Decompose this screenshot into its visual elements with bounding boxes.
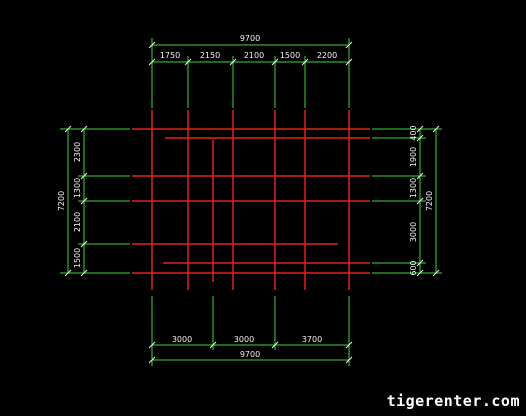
left-segment-label-2: 1300 <box>73 178 82 198</box>
right-segment-label-1: 400 <box>409 125 418 140</box>
dimension-ticks <box>64 41 440 364</box>
top-segment-label-2: 2150 <box>200 51 220 60</box>
dimension-labels: 9700 1750 2150 2100 1500 2200 3000 3000 … <box>57 34 434 359</box>
top-total-label: 9700 <box>240 34 260 43</box>
top-segment-label-5: 2200 <box>317 51 337 60</box>
right-segment-label-3: 1300 <box>409 178 418 198</box>
top-segment-label-3: 2100 <box>244 51 264 60</box>
top-segment-label-1: 1750 <box>160 51 180 60</box>
watermark-text: tigerenter.com <box>386 392 520 410</box>
right-segment-label-2: 1900 <box>409 147 418 167</box>
left-segment-label-1: 2300 <box>73 142 82 162</box>
bottom-segment-label-1: 3000 <box>172 335 192 344</box>
bottom-segment-label-2: 3000 <box>234 335 254 344</box>
right-segment-label-4: 3000 <box>409 222 418 242</box>
dimension-lines <box>60 38 442 366</box>
right-total-label: 7200 <box>425 191 434 211</box>
beam-grid <box>132 110 370 290</box>
left-total-label: 7200 <box>57 191 66 211</box>
bottom-segment-label-3: 3700 <box>302 335 322 344</box>
top-segment-label-4: 1500 <box>280 51 300 60</box>
bottom-total-label: 9700 <box>240 350 260 359</box>
right-segment-label-5: 600 <box>409 260 418 275</box>
left-segment-label-4: 1500 <box>73 248 82 268</box>
left-segment-label-3: 2100 <box>73 212 82 232</box>
